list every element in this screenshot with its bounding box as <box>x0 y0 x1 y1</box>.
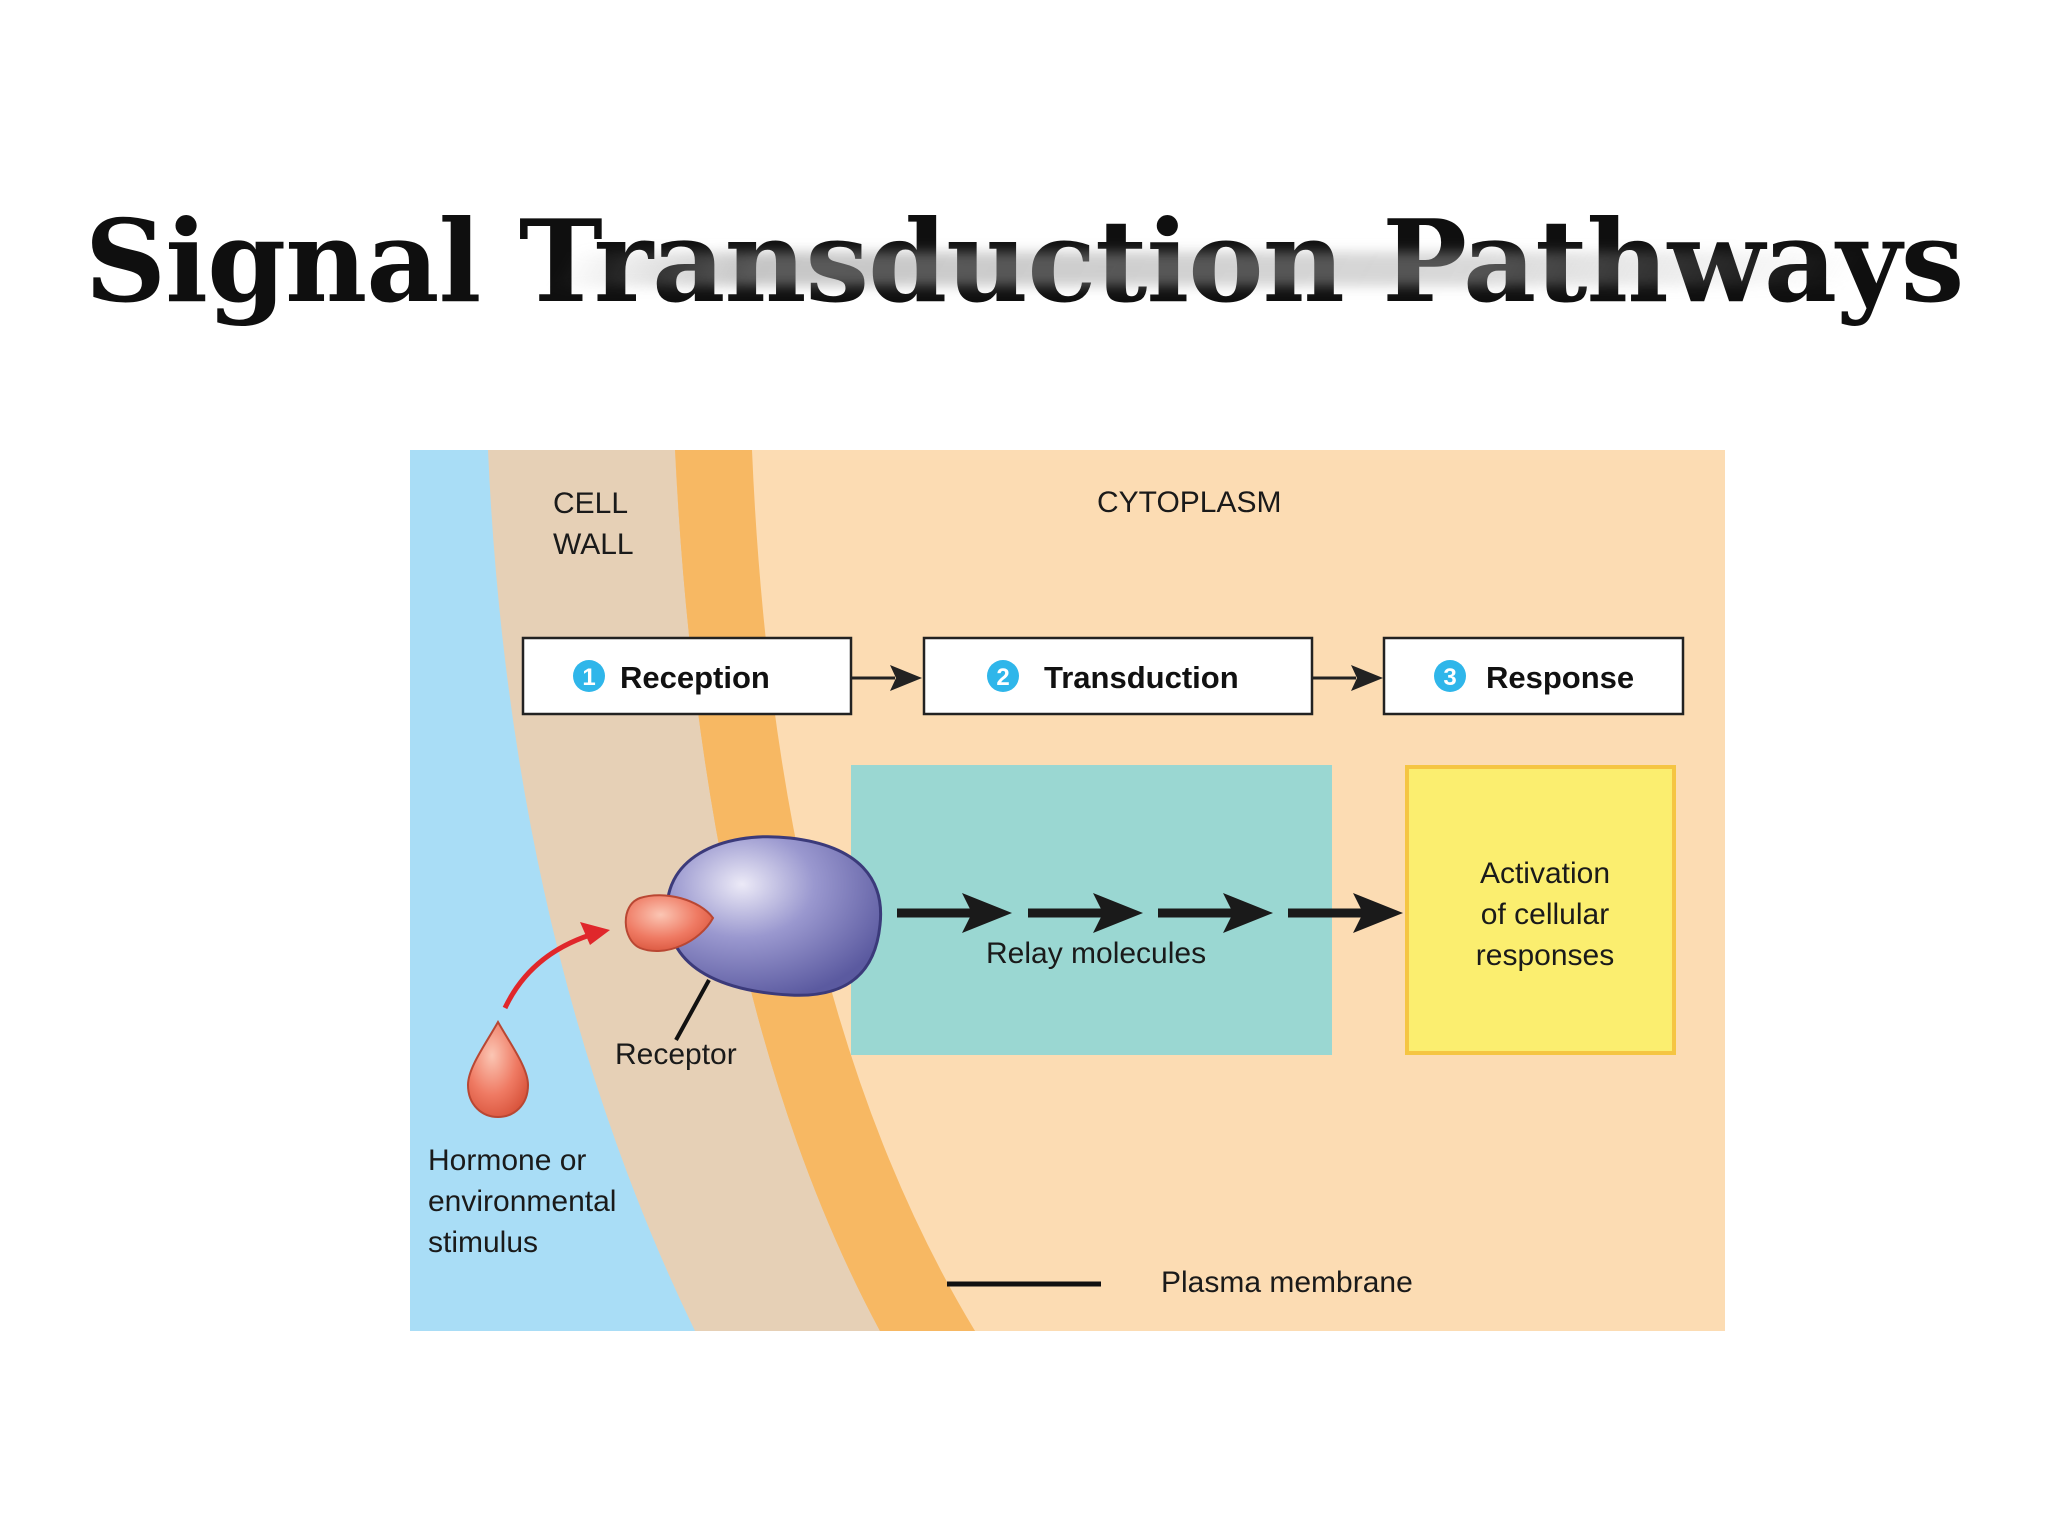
step-badge-2 <box>987 660 1019 692</box>
step-badge-1 <box>573 660 605 692</box>
cell-wall-label-line2: WALL <box>553 528 634 561</box>
cell-wall-label-line1: CELL <box>553 487 628 520</box>
stimulus-label-line2: environmental <box>428 1185 616 1218</box>
step-label-reception: Reception <box>620 660 770 695</box>
bound-ligand <box>624 894 715 953</box>
binding-arrowhead <box>580 922 610 945</box>
stimulus-label-line1: Hormone or <box>428 1144 586 1177</box>
hormone-droplet <box>466 1019 530 1119</box>
relay-arrow-2 <box>1028 893 1143 933</box>
step-number-2: 2 <box>996 664 1009 691</box>
cytoplasm-label: CYTOPLASM <box>1097 486 1282 519</box>
binding-arrow <box>502 932 591 1010</box>
step-badge-3 <box>1434 660 1466 692</box>
step-label-response: Response <box>1486 660 1634 695</box>
relay-molecules-label: Relay molecules <box>986 937 1206 970</box>
relay-arrow-3 <box>1158 893 1273 933</box>
receptor-pointer <box>674 979 711 1041</box>
response-box <box>1382 636 1685 716</box>
step-number-1: 1 <box>582 664 595 691</box>
step-label-transduction: Transduction <box>1044 660 1239 695</box>
step-arrow-1 <box>851 665 922 691</box>
activation-label-line2: of cellular <box>1481 898 1609 931</box>
activation-label-line1: Activation <box>1480 857 1610 890</box>
step-number-3: 3 <box>1443 664 1456 691</box>
receptor-protein <box>665 835 883 997</box>
receptor-label: Receptor <box>615 1038 737 1071</box>
activation-label-line3: responses <box>1476 939 1614 972</box>
step-arrow-2 <box>1312 665 1383 691</box>
plasma-membrane-label: Plasma membrane <box>1161 1266 1413 1299</box>
activation-box <box>1405 765 1676 1055</box>
stimulus-label-line3: stimulus <box>428 1226 538 1259</box>
relay-arrow-4 <box>1288 893 1403 933</box>
relay-arrow-1 <box>897 893 1012 933</box>
